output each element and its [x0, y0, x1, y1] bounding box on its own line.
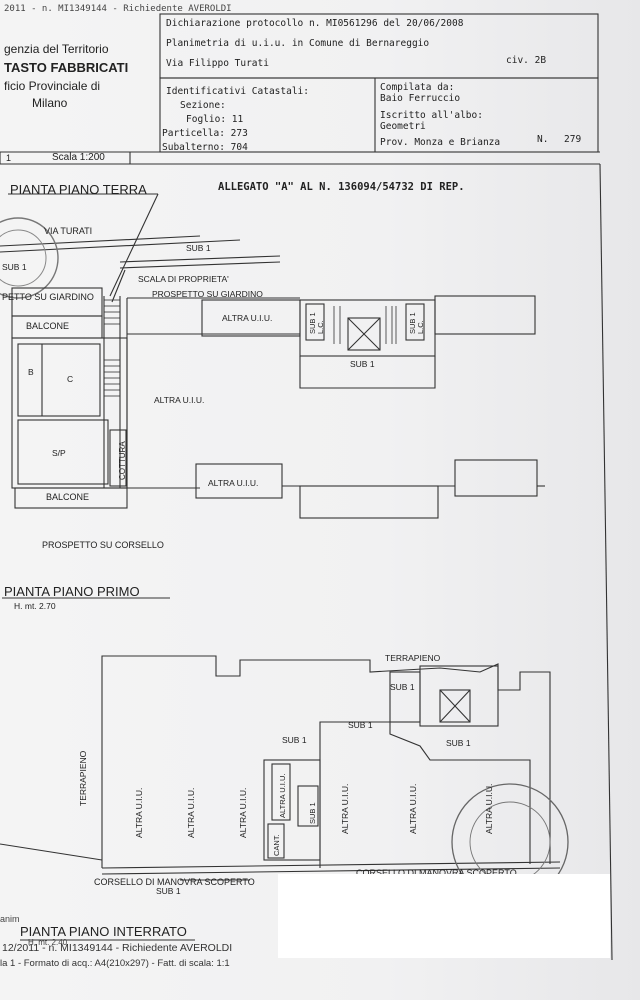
redaction-box	[278, 874, 610, 958]
albo-text: Geometri	[380, 121, 426, 132]
prospetto-corsello-label: PROSPETTO SU CORSELLO	[42, 540, 164, 550]
room-b-label: B	[28, 367, 34, 377]
lc-right: L.C.	[416, 320, 425, 334]
sub1-label-h: SUB 1	[156, 886, 181, 896]
top-stub-text: 2011 - n. MI1349144 - Richiedente AVEROL…	[4, 4, 232, 14]
altra-uiu-v2: ALTRA U.I.U.	[186, 787, 196, 838]
via-text: Via Filippo Turati	[166, 58, 269, 69]
piano-interrato-title: PIANTA PIANO INTERRATO	[20, 924, 187, 939]
ident-title: Identificativi Catastali:	[166, 86, 309, 97]
balcone-bottom-label: BALCONE	[46, 492, 90, 502]
civ-text: civ. 2B	[506, 55, 547, 66]
piano-primo-title: PIANTA PIANO PRIMO	[4, 584, 140, 599]
altra-uiu-v1: ALTRA U.I.U.	[134, 787, 144, 838]
subalterno-text: Subalterno: 704	[162, 142, 248, 153]
n-value: 279	[564, 134, 582, 145]
lc-left: L.C.	[316, 320, 325, 334]
altra-uiu-v7: ALTRA U.I.U.	[278, 773, 287, 818]
cottura-label: COTTURA	[118, 441, 127, 480]
altra-uiu-label-3: ALTRA U.I.U.	[208, 478, 259, 488]
dichiarazione-text: Dichiarazione protocollo n. MI0561296 de…	[166, 18, 464, 29]
foglio-text: Foglio: 11	[186, 114, 244, 125]
sezione-text: Sezione:	[180, 100, 226, 111]
altra-uiu-label-2: ALTRA U.I.U.	[154, 395, 205, 405]
allegato-text: ALLEGATO "A" AL N. 136094/54732 DI REP.	[218, 181, 465, 193]
planimetria-text: Planimetria di u.i.u. in Comune di Berna…	[166, 38, 430, 49]
sub1-label-d: SUB 1	[390, 682, 415, 692]
sub1-label-v: SUB 1	[308, 802, 317, 824]
prospetto-giardino-label: PROSPETTO SU GIARDINO	[152, 289, 263, 299]
room-c-label: C	[67, 374, 74, 384]
compilata-label: Compilata da:	[380, 82, 455, 93]
footer-left-stub: anim	[0, 914, 20, 924]
footer-line1: 12/2011 - n. MI1349144 - Richiedente AVE…	[2, 942, 233, 954]
altra-uiu-v5: ALTRA U.I.U.	[408, 783, 418, 834]
iscritto-label: Iscritto all'albo:	[380, 110, 483, 121]
altra-uiu-v6: ALTRA U.I.U.	[484, 783, 494, 834]
cant-label: CANT.	[272, 834, 281, 856]
room-sp-label: S/P	[52, 448, 66, 458]
footer-line2: la 1 - Formato di acq.: A4(210x297) - Fa…	[0, 958, 230, 969]
agency-line4: Milano	[32, 96, 68, 110]
corsello-scoperto-right: CORSELLO DI MANOVRA SCOPERTO	[356, 868, 517, 878]
piano-terra-title: PIANTA PIANO TERRA	[10, 182, 147, 197]
agency-line2: TASTO FABBRICATI	[4, 60, 129, 75]
agency-line1: genzia del Territorio	[4, 42, 109, 56]
altra-uiu-v3: ALTRA U.I.U.	[238, 787, 248, 838]
altra-uiu-label-1: ALTRA U.I.U.	[222, 313, 273, 323]
terrapieno-side-label: TERRAPIENO	[78, 750, 88, 806]
sub1-label-e: SUB 1	[348, 720, 373, 730]
sub1-label-c: SUB 1	[350, 359, 375, 369]
particella-text: Particella: 273	[162, 128, 248, 139]
sub1-label-g: SUB 1	[446, 738, 471, 748]
corsello-scoperto-left: CORSELLO DI MANOVRA SCOPERTO	[94, 877, 255, 887]
via-turati-label: VIA TURATI	[44, 226, 93, 236]
terrapieno-top-label: TERRAPIENO	[385, 653, 441, 663]
scala-proprieta-label: SCALA DI PROPRIETA'	[138, 274, 229, 284]
compilatore-text: Baio Ferruccio	[380, 93, 461, 104]
sub1-label-a: SUB 1	[186, 243, 211, 253]
sheet-number: 1	[6, 153, 12, 163]
prospetto-giardino-left-label: PETTO SU GIARDINO	[2, 292, 94, 302]
h-mt-label: H. mt. 2.70	[14, 601, 56, 611]
prov-text: Prov. Monza e Brianza	[380, 137, 501, 148]
n-label: N.	[537, 134, 549, 145]
balcone-top-label: BALCONE	[26, 321, 70, 331]
agency-line3: ficio Provinciale di	[4, 79, 101, 93]
h-mt-interrato-label: H. mt. 2.40	[28, 938, 68, 947]
sub1-label-b: SUB 1	[2, 262, 27, 272]
scala-text: Scala 1:200	[52, 152, 105, 163]
sub1-label-f: SUB 1	[282, 735, 307, 745]
altra-uiu-v4: ALTRA U.I.U.	[340, 783, 350, 834]
